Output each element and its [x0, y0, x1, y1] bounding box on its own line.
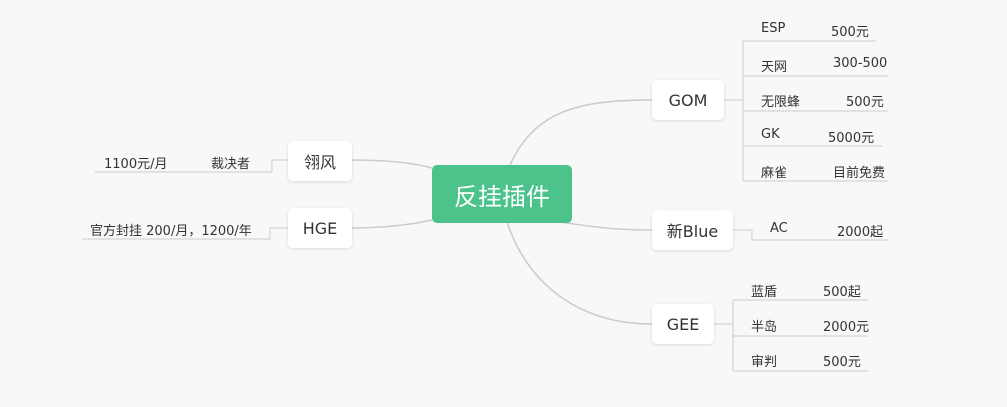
root-node[interactable]: 反挂插件	[432, 165, 572, 223]
leaf-name: 半岛	[751, 320, 778, 335]
leaf-name: 天网	[761, 60, 788, 75]
leaf-name: ESP	[761, 21, 786, 36]
leaf-name: 1100元/月	[104, 157, 168, 172]
leaf-value: 500元	[846, 95, 884, 110]
leaf-value: 300-500	[833, 56, 888, 71]
branch-hge-node[interactable]: HGE	[288, 208, 352, 248]
branch-gom-node[interactable]: GOM	[652, 80, 724, 120]
branch-lingfeng-node[interactable]: 翎风	[288, 141, 352, 181]
leaf-name: 麻雀	[761, 166, 788, 181]
leaf-value: 目前免费	[833, 166, 886, 181]
leaf-value: 500元	[831, 25, 869, 40]
leaf-name: 官方封挂 200/月，1200/年	[90, 224, 252, 239]
leaf-value: 裁决者	[211, 157, 251, 172]
branch-newblue-node[interactable]: 新Blue	[652, 210, 733, 250]
leaf-name: 无限蜂	[761, 95, 801, 110]
leaf-name: 审判	[751, 355, 778, 370]
branch-gee-node[interactable]: GEE	[652, 304, 714, 344]
leaf-value: 500元	[823, 355, 861, 370]
leaf-value: 500起	[823, 285, 861, 300]
leaf-value: 2000元	[823, 320, 870, 335]
leaf-name: GK	[761, 127, 780, 142]
leaf-name: AC	[770, 221, 788, 236]
leaf-value: 2000起	[837, 225, 884, 240]
leaf-name: 蓝盾	[751, 285, 778, 300]
leaf-value: 5000元	[828, 131, 875, 146]
